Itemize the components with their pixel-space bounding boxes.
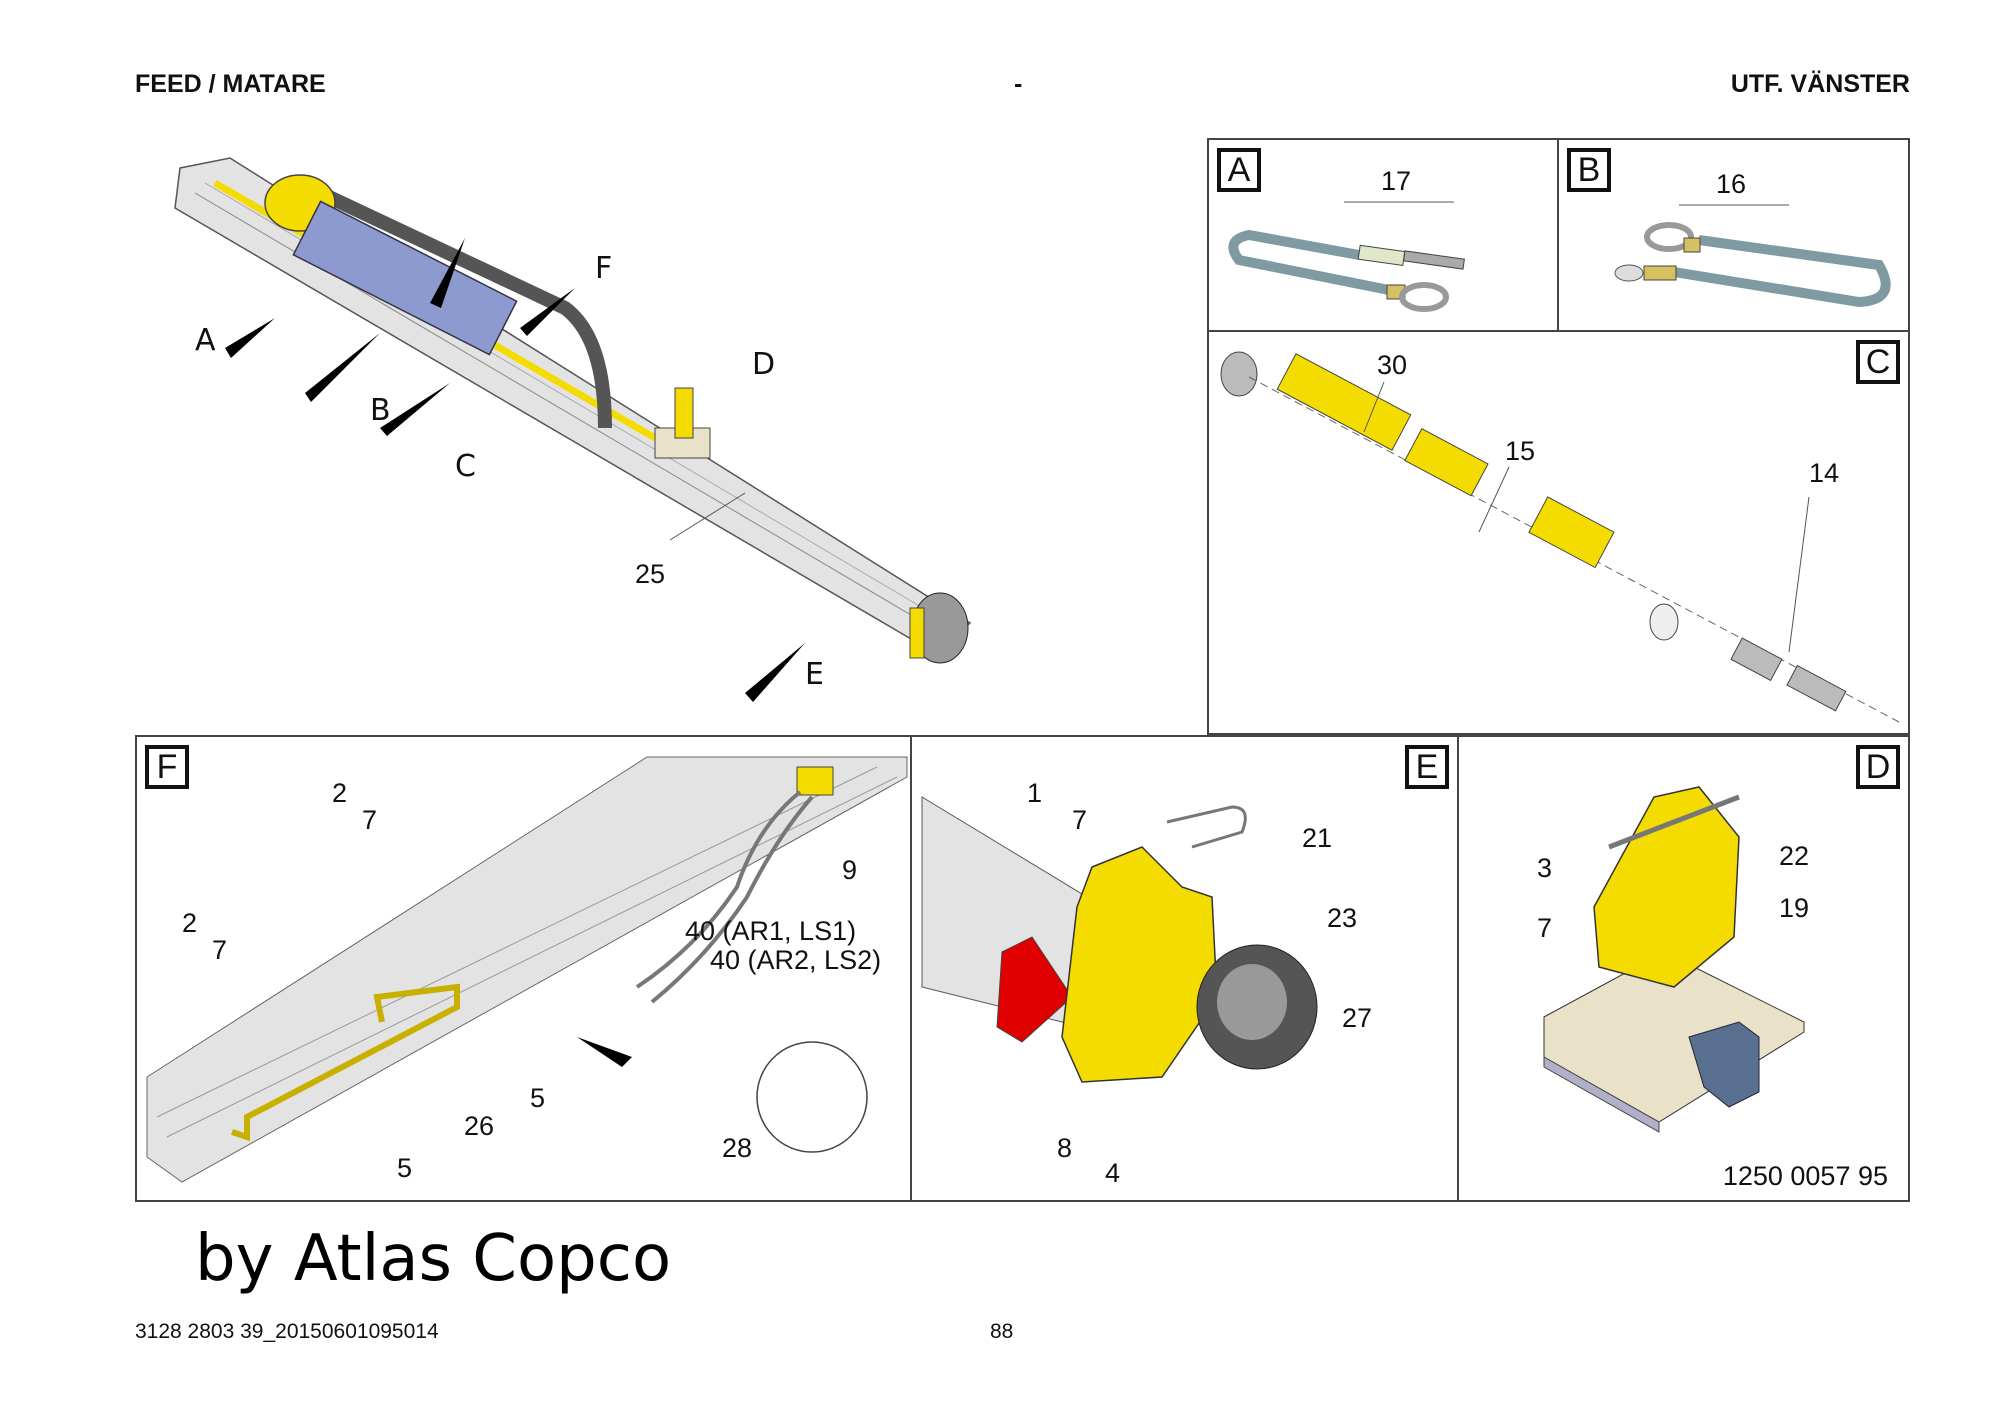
wire-rope-17-illustration: 17 <box>1228 166 1465 312</box>
page-number: 88 <box>990 1320 1014 1343</box>
part-label-28: 28 <box>722 1133 752 1163</box>
part-label-14: 14 <box>1809 458 1839 488</box>
part-label-4: 4 <box>1105 1158 1120 1188</box>
part-label-40-ar2-ls2: 40 (AR2, LS2) <box>710 945 881 975</box>
feed-assembly-illustration: A B C D E F 25 <box>174 157 972 702</box>
detail-panel-a: A 17 <box>1207 138 1559 332</box>
header-center: - <box>1014 70 1023 98</box>
end-bracket <box>909 607 925 659</box>
hose-support-illustration: 3 22 7 19 <box>1537 786 1809 1133</box>
callout-a: A <box>195 323 216 358</box>
hose-bundle <box>307 181 612 429</box>
part-label-30: 30 <box>1377 350 1407 380</box>
detail-panel-d: D 3 22 7 19 1250 0057 95 <box>1457 735 1910 1202</box>
part-label-19: 19 <box>1779 893 1809 923</box>
detail-panel-b: B 16 <box>1557 138 1910 332</box>
part-label-7: 7 <box>1537 913 1552 943</box>
overview-drawing: A B C D E F 25 <box>135 138 1207 735</box>
detail-panel-e: E 1 7 21 23 27 8 4 <box>910 735 1459 1202</box>
document-id: 3128 2803 39_20150601095014 <box>135 1320 439 1343</box>
support-d <box>674 387 694 439</box>
panel-tag-d: D <box>1856 745 1900 789</box>
panel-tag-f: F <box>145 745 189 789</box>
part-label-40-ar1-ls1: 40 (AR1, LS1) <box>685 916 856 946</box>
detail-panel-c: C 30 15 14 <box>1207 330 1910 735</box>
illustration-number: 1250 0057 95 <box>1722 1161 1888 1191</box>
part-label-25: 25 <box>635 559 665 589</box>
part-label-7: 7 <box>1072 805 1087 835</box>
callout-e: E <box>805 657 824 692</box>
part-label-9: 9 <box>842 855 857 885</box>
variant-label: UTF. VÄNSTER <box>1730 70 1910 98</box>
page-title: FEED / MATARE <box>135 70 326 98</box>
part-label-15: 15 <box>1505 436 1535 466</box>
hose-guide-illustration: 2 7 2 7 9 40 (AR1, LS1) 40 (AR2, LS2) 5 … <box>146 756 908 1183</box>
part-label-2-upper: 2 <box>332 778 347 808</box>
part-label-26: 26 <box>464 1111 494 1141</box>
detail-panel-f: F 2 7 2 7 9 40 (AR1, LS1) 40 (AR2, LS2) … <box>135 735 912 1202</box>
panel-tag-e: E <box>1405 745 1449 789</box>
part-label-2-lower: 2 <box>182 908 197 938</box>
part-label-27: 27 <box>1342 1003 1372 1033</box>
leader-25 <box>669 492 746 541</box>
panel-tag-b: B <box>1567 148 1611 192</box>
wire-rope-16-illustration: 16 <box>1614 169 1891 308</box>
callout-c: C <box>455 449 476 484</box>
panel-tag-a: A <box>1217 148 1261 192</box>
watermark: by Atlas Copco <box>195 1222 672 1296</box>
part-label-22: 22 <box>1779 841 1809 871</box>
part-label-21: 21 <box>1302 823 1332 853</box>
callout-f: F <box>595 251 612 286</box>
callout-pointers <box>225 238 805 702</box>
callout-d: D <box>752 347 775 382</box>
part-label-7-lower: 7 <box>212 935 227 965</box>
end-stop-illustration: 1 7 21 23 27 8 4 <box>921 778 1372 1188</box>
callout-b: B <box>370 393 391 428</box>
part-label-3: 3 <box>1537 853 1552 883</box>
part-label-16: 16 <box>1716 169 1746 199</box>
part-label-23: 23 <box>1327 903 1357 933</box>
part-label-17: 17 <box>1381 166 1411 196</box>
part-label-8: 8 <box>1057 1133 1072 1163</box>
panel-tag-c: C <box>1856 340 1900 384</box>
part-label-1: 1 <box>1027 778 1042 808</box>
part-label-5-lower: 5 <box>397 1153 412 1183</box>
part-label-7-upper: 7 <box>362 805 377 835</box>
rock-drill <box>292 200 518 356</box>
part-label-5-upper: 5 <box>530 1083 545 1113</box>
feed-screw-exploded-illustration: 30 15 14 <box>1220 350 1900 723</box>
